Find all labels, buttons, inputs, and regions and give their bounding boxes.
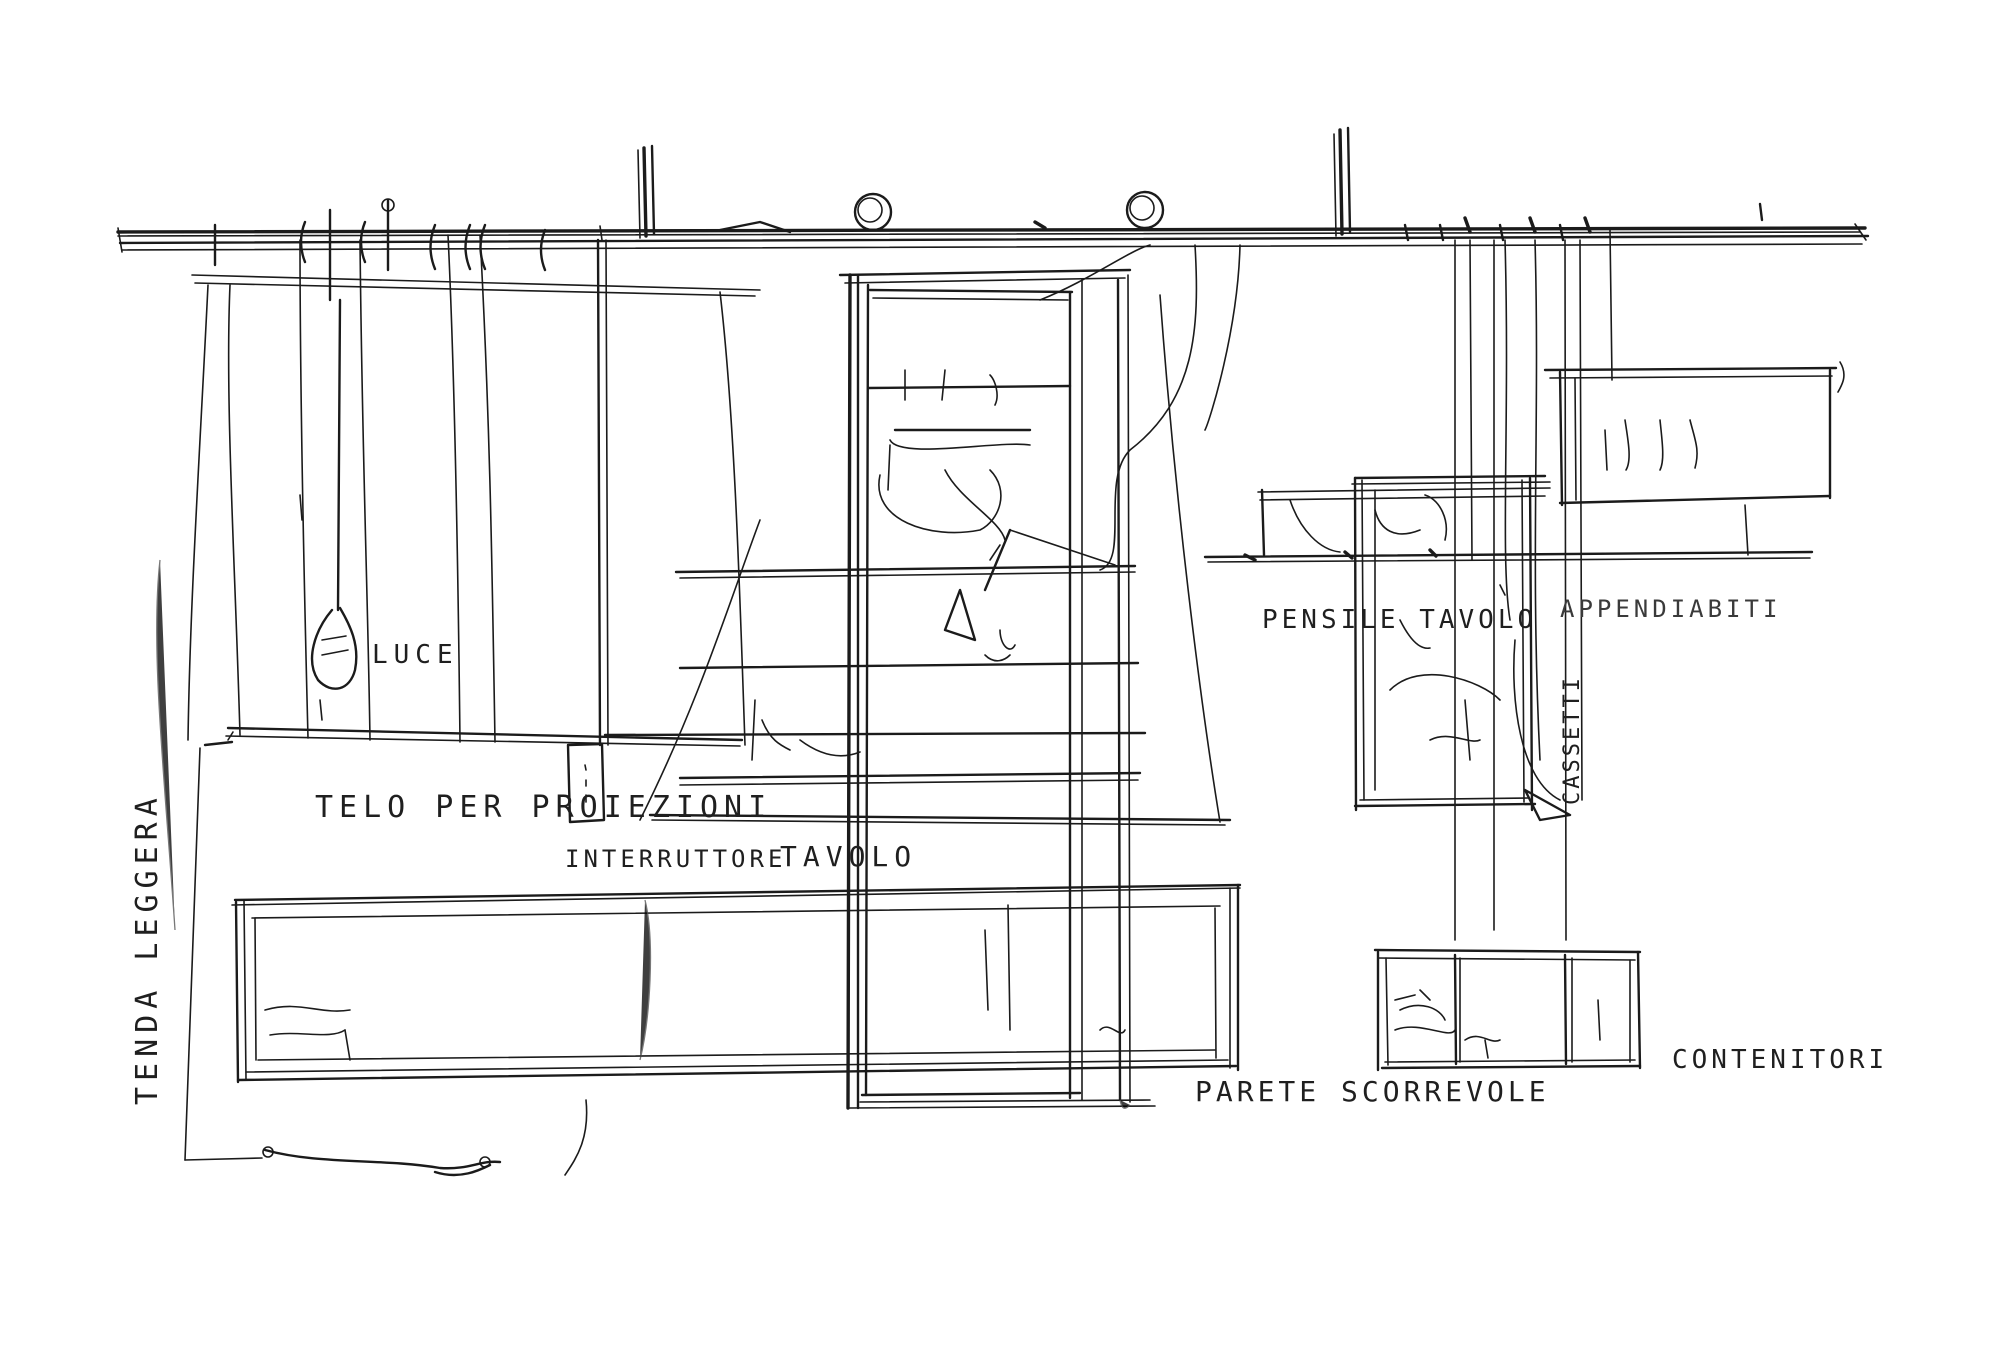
- pendant-lamp: [299, 298, 358, 721]
- label-pensile-tavolo: PENSILE TAVOLO: [1262, 605, 1538, 635]
- cabinet-cables: [1454, 229, 1613, 941]
- label-appendiabiti: APPENDIABITI: [1560, 595, 1782, 623]
- label-contenitori: CONTENITORI: [1672, 1045, 1889, 1075]
- curtain-panel: [187, 234, 761, 747]
- label-interruttore: INTERRUTTORE: [565, 845, 787, 873]
- label-luce: LUCE: [372, 640, 459, 670]
- label-telo-per-proiezioni: TELO PER PROIEZIONI: [315, 790, 773, 825]
- wall-cabinet: [1257, 474, 1551, 812]
- low-cabinet: [1373, 948, 1642, 1072]
- sliding-wheels: [853, 190, 1165, 232]
- rail-hangers: [637, 126, 1352, 239]
- label-tenda-leggera: TENDA LEGGERA: [130, 792, 165, 1105]
- shelf-right: [1203, 548, 1814, 563]
- hanging-case: [1543, 361, 1845, 556]
- sliding-wall: [603, 244, 1241, 1110]
- floor-cords: [184, 1099, 588, 1177]
- rail-hooks: [213, 198, 1764, 302]
- label-tavolo: TAVOLO: [780, 840, 918, 873]
- label-parete-scorrevole: PARETE SCORREVOLE: [1195, 1075, 1550, 1108]
- construction-lines: [156, 559, 1131, 1109]
- ceiling-rail: [116, 223, 1870, 253]
- switch-box: [566, 742, 606, 824]
- label-cassetti: CASSETTI: [1560, 675, 1585, 805]
